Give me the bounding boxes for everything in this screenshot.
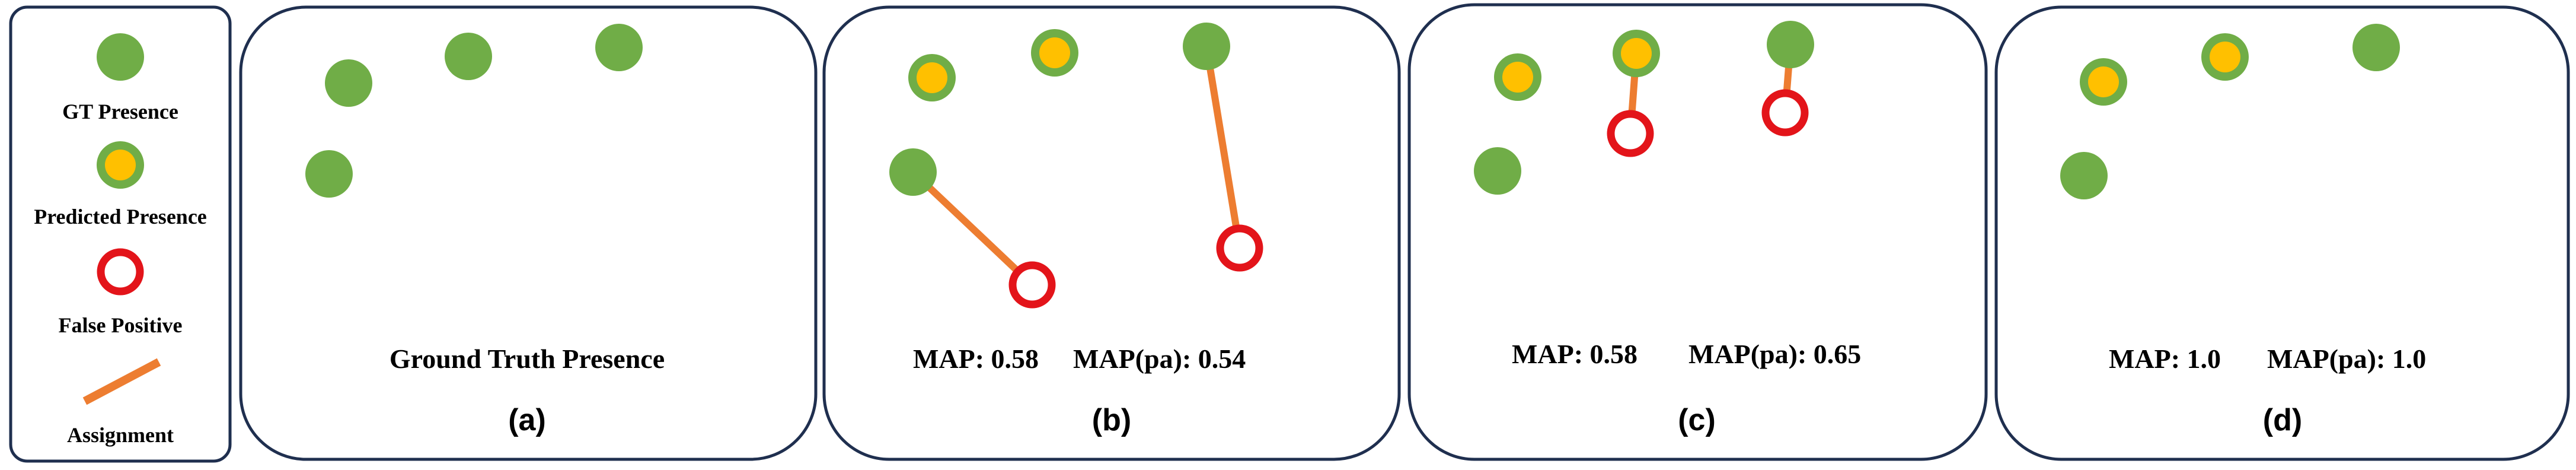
panel-b-mappa: MAP(pa): 0.54 (1073, 344, 1246, 374)
panel-a-gt-3 (595, 24, 643, 71)
legend-pred-label: Predicted Presence (34, 205, 207, 228)
panel-a-gt-2 (445, 33, 492, 80)
panel-c-fp-1 (1607, 110, 1654, 157)
panel-c-gt-2 (1474, 147, 1521, 195)
panel-b-gt-1 (1183, 23, 1230, 70)
panel-a-gt-4 (305, 150, 353, 198)
legend-fp-label: False Positive (59, 313, 183, 337)
panel-c-pred-2-inner (1621, 38, 1652, 69)
panel-a-metric: Ground Truth Presence (390, 344, 665, 374)
panel-b-assignment-2 (1203, 46, 1243, 249)
panel-c-mappa: MAP(pa): 0.65 (1688, 339, 1861, 369)
panel-a-frame (239, 5, 818, 461)
assignment-marker (82, 358, 161, 405)
panel-a-caption: (a) (508, 403, 546, 437)
panel-b-map: MAP: 0.58 (913, 344, 1039, 374)
panel-d-mappa: MAP(pa): 1.0 (2267, 344, 2426, 374)
panel-d-gt-2 (2060, 152, 2108, 199)
panel-b-pred-2-inner (1039, 37, 1070, 68)
panel-b-frame (822, 5, 1401, 461)
panel-c-gt-1 (1767, 21, 1814, 68)
legend-box (9, 5, 232, 463)
panel-d-gt-1 (2352, 24, 2400, 71)
panel-c-pred-1-inner (1502, 62, 1533, 93)
panel-b-pred-1-inner (917, 62, 947, 93)
panel-d-map: MAP: 1.0 (2109, 344, 2221, 374)
panel-a-gt-1 (325, 59, 372, 107)
gt-presence-marker (97, 33, 144, 81)
panel-c-map: MAP: 0.58 (1512, 339, 1637, 369)
legend-assign-label: Assignment (67, 423, 174, 447)
false-positive-marker (97, 248, 144, 296)
panel-d-caption: (d) (2263, 403, 2302, 437)
panel-b-gt-2 (889, 148, 937, 196)
panel-b-fp-1 (1008, 261, 1056, 309)
panel-d-frame (1994, 5, 2570, 461)
legend-gt-label: GT Presence (62, 100, 178, 123)
panel-b-fp-2 (1216, 224, 1263, 272)
panel-d-pred-2-inner (2210, 42, 2240, 72)
panel-b-assignment-1 (910, 169, 1035, 288)
panel-c-frame (1407, 3, 1988, 461)
panel-c-caption: (c) (1678, 403, 1716, 437)
panel-d-pred-1-inner (2088, 66, 2119, 97)
panel-b-caption: (b) (1092, 403, 1131, 437)
panel-c-fp-2 (1761, 89, 1809, 136)
predicted-presence-marker-inner (105, 150, 136, 180)
